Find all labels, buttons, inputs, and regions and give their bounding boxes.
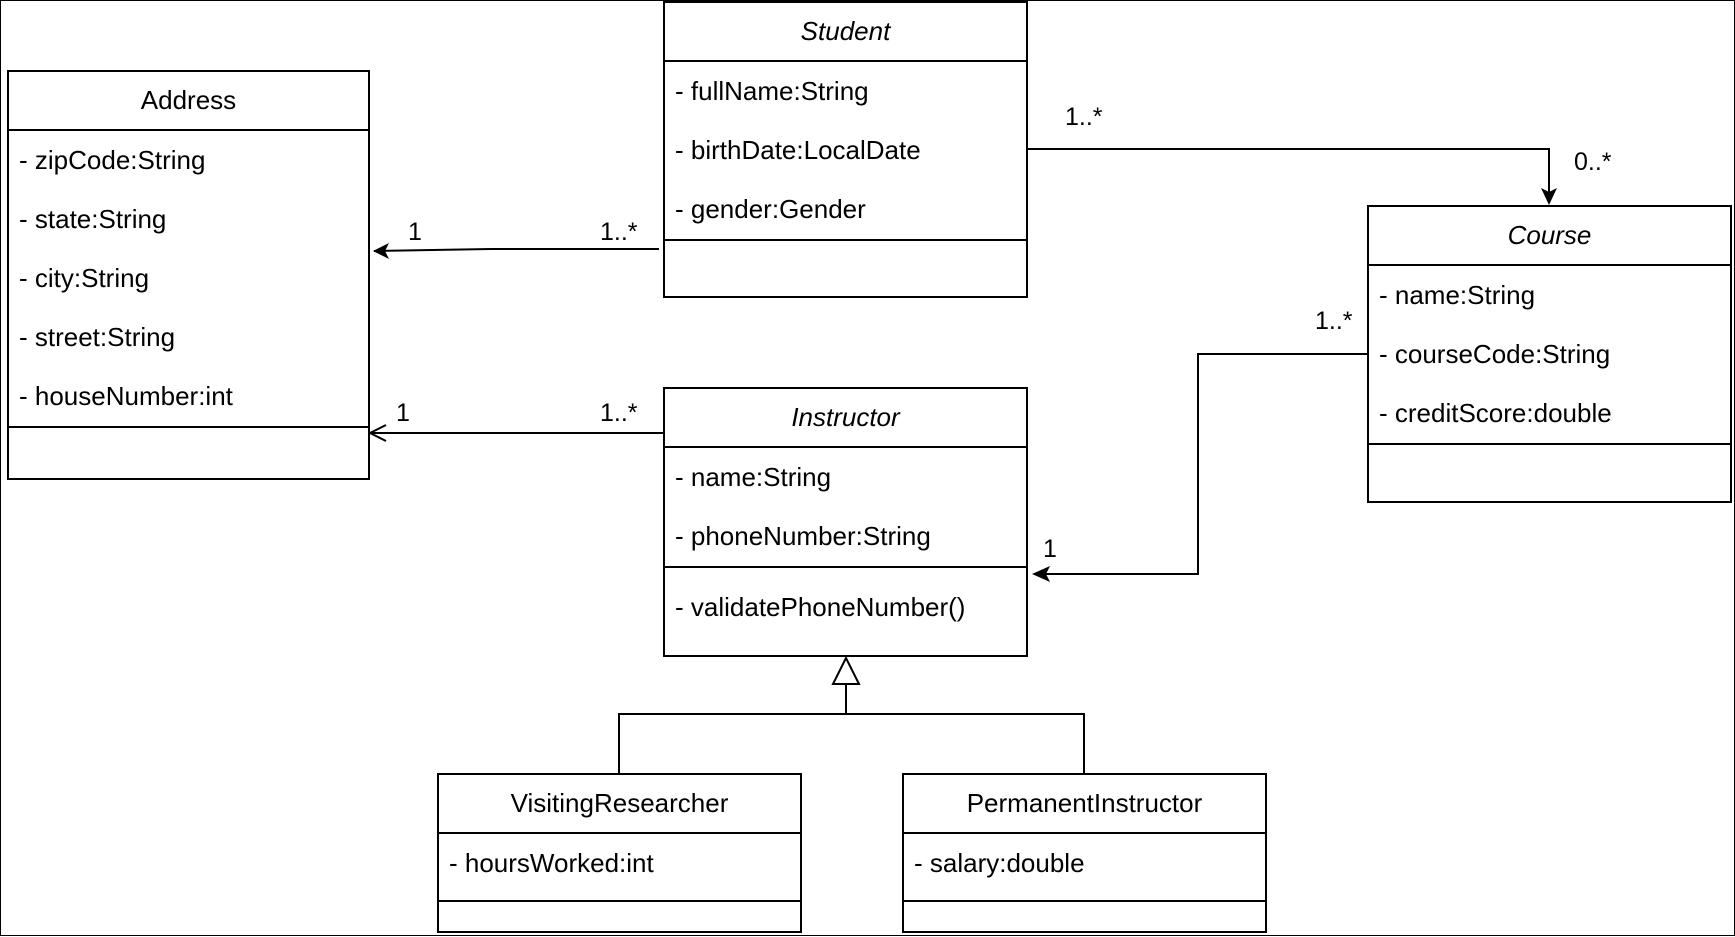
student-attr-gender: - gender:Gender <box>675 194 866 224</box>
instructor-class-name: Instructor <box>665 389 1026 448</box>
course-instructor-source-multiplicity: 1..* <box>1315 307 1353 335</box>
generalization-triangle <box>831 655 861 685</box>
address-class-name: Address <box>9 72 368 131</box>
course-instructor-arrowhead <box>1032 566 1050 582</box>
student-course-target-multiplicity: 0..* <box>1574 148 1612 176</box>
permanentinstructor-attributes: - salary:double <box>904 834 1265 902</box>
course-class[interactable]: Course - name:String - courseCode:String… <box>1367 205 1732 503</box>
student-address-target-multiplicity: 1 <box>408 218 422 246</box>
address-attr-city: - city:String <box>19 263 150 293</box>
address-attr-street: - street:String <box>19 322 176 352</box>
student-address-source-multiplicity: 1..* <box>600 218 638 246</box>
course-class-name: Course <box>1369 207 1730 266</box>
instructor-attr-phonenumber: - phoneNumber:String <box>675 521 931 551</box>
permanentinstructor-class[interactable]: PermanentInstructor - salary:double <box>902 773 1267 933</box>
generalization-tree <box>618 684 1085 774</box>
course-attr-name: - name:String <box>1379 280 1536 310</box>
permanentinstructor-class-name: PermanentInstructor <box>904 775 1265 834</box>
instructor-address-open-arrowhead <box>367 424 387 442</box>
visitingresearcher-attr-hoursworked: - hoursWorked:int <box>449 848 654 878</box>
visitingresearcher-attributes: - hoursWorked:int <box>439 834 800 902</box>
address-attr-state: - state:String <box>19 204 167 234</box>
course-attributes: - name:String - courseCode:String - cred… <box>1369 266 1730 445</box>
instructor-address-source-multiplicity: 1..* <box>600 399 638 427</box>
instructor-class[interactable]: Instructor - name:String - phoneNumber:S… <box>663 387 1028 657</box>
student-address-association <box>373 248 659 252</box>
student-attributes: - fullName:String - birthDate:LocalDate … <box>665 62 1026 241</box>
permanentinstructor-attr-salary: - salary:double <box>914 848 1085 878</box>
student-attr-fullname: - fullName:String <box>675 76 869 106</box>
address-class[interactable]: Address - zipCode:String - state:String … <box>7 70 370 480</box>
student-class-name: Student <box>665 3 1026 62</box>
course-instructor-target-multiplicity: 1 <box>1043 535 1057 563</box>
instructor-op-validatephonenumber: - validatePhoneNumber() <box>675 591 966 622</box>
course-attr-creditscore: - creditScore:double <box>1379 398 1612 428</box>
instructor-attributes: - name:String - phoneNumber:String <box>665 448 1026 568</box>
student-class[interactable]: Student - fullName:String - birthDate:Lo… <box>663 1 1028 298</box>
instructor-operations: - validatePhoneNumber() <box>665 568 1026 646</box>
course-instructor-association <box>1035 353 1367 575</box>
student-course-arrowhead <box>1541 188 1557 205</box>
address-attr-housenumber: - houseNumber:int <box>19 381 233 411</box>
address-attr-zipcode: - zipCode:String <box>19 145 206 175</box>
address-attributes: - zipCode:String - state:String - city:S… <box>9 131 368 428</box>
student-attr-birthdate: - birthDate:LocalDate <box>675 135 921 165</box>
instructor-attr-name: - name:String <box>675 462 832 492</box>
student-address-arrowhead <box>373 243 389 259</box>
visitingresearcher-class[interactable]: VisitingResearcher - hoursWorked:int <box>437 773 802 933</box>
student-course-source-multiplicity: 1..* <box>1065 103 1103 131</box>
visitingresearcher-class-name: VisitingResearcher <box>439 775 800 834</box>
student-course-association <box>1028 148 1550 198</box>
course-attr-coursecode: - courseCode:String <box>1379 339 1611 369</box>
instructor-address-target-multiplicity: 1 <box>396 399 410 427</box>
